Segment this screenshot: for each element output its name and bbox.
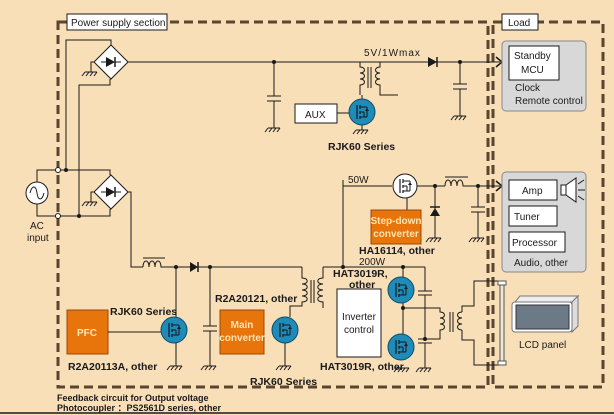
step-down-converter-block <box>370 209 422 245</box>
main-converter-mosfet-icon <box>271 316 299 344</box>
processor-label: Processor <box>512 238 558 249</box>
tuner-label: Tuner <box>514 212 540 223</box>
main-converter-block <box>219 309 265 355</box>
step-down-inductor-icon <box>444 176 500 187</box>
lower-mosfet-label: HAT3019R, other <box>320 361 404 373</box>
aux-label: AUX <box>305 110 326 121</box>
lower-inverter-mosfet-icon <box>387 333 415 361</box>
standby-bridge-rectifier-icon <box>93 44 129 80</box>
audio-group-label: Audio, other <box>514 258 569 269</box>
main-converter-mosfet-label: RJK60 Series <box>250 376 317 388</box>
pfc-block <box>66 309 109 355</box>
inverter-control-block <box>336 288 382 358</box>
inverter-transformer-icon <box>403 280 500 366</box>
inverter-control-line1: Inverter <box>342 312 377 323</box>
inverter-control-line2: control <box>344 325 374 336</box>
power-supply-section-label: Power supply section <box>71 18 166 29</box>
ccfl-tube-icon <box>497 280 507 366</box>
speaker-icon <box>560 177 585 203</box>
feedback-note-line2: Photocoupler ：PS2561D series, other <box>57 403 222 413</box>
upper-mosfet-label-line2: other <box>349 279 375 291</box>
pfc-mosfet-icon <box>160 316 188 344</box>
ac-input-label-line1: AC <box>30 221 44 232</box>
remote-control-label: Remote control <box>515 96 583 107</box>
upper-inverter-mosfet-icon <box>387 276 415 304</box>
pfc-inductor-icon <box>142 257 176 268</box>
step-down-line1: Step-down <box>370 216 421 227</box>
amp-block <box>508 179 558 201</box>
standby-transformer-icon <box>359 62 398 96</box>
main-bridge-rectifier-icon <box>93 174 129 210</box>
standby-mcu-line1: Standby <box>514 51 551 62</box>
standby-mcu-block <box>508 45 560 81</box>
tuner-block <box>508 205 558 227</box>
step-down-line2: converter <box>373 229 419 240</box>
power-supply-section-label-box <box>66 13 168 31</box>
pfc-block-label: PFC <box>77 328 97 339</box>
processor-block <box>508 231 566 253</box>
clock-label: Clock <box>515 83 541 94</box>
step-down-mosfet-icon <box>392 173 418 199</box>
main-converter-line2: converter <box>219 333 265 344</box>
pfc-ic-label: R2A20113A, other <box>68 361 157 373</box>
standby-rating-label: 5V/1Wmax <box>364 48 421 59</box>
standby-mcu-line2: MCU <box>521 65 544 76</box>
load-section-label-box <box>501 13 539 31</box>
standby-diode-icon <box>428 57 438 67</box>
main-converter-line1: Main <box>231 320 254 331</box>
pfc-mosfet-label: RJK60 Series <box>110 306 177 318</box>
freewheel-diode-icon <box>430 206 440 216</box>
inverter-rating-label: 200W <box>359 257 386 268</box>
standby-mosfet-label: RJK60 Series <box>328 141 395 153</box>
amp-label: Amp <box>522 186 543 197</box>
ac-source-icon <box>25 181 49 205</box>
main-transformer-icon <box>289 267 324 317</box>
standby-mosfet-icon <box>348 98 376 126</box>
step-down-rating-label: 50W <box>348 175 369 186</box>
step-down-ic-label: HA16114, other <box>359 245 435 257</box>
feedback-note-line1: Feedback circuit for Output voltage <box>57 393 209 403</box>
power-supply-section-boundary <box>56 20 490 389</box>
load-section-label: Load <box>508 18 530 29</box>
main-converter-ic-label: R2A20121, other <box>215 293 297 305</box>
lcd-panel-icon <box>511 294 580 334</box>
upper-mosfet-label-line1: HAT3019R, <box>333 268 388 280</box>
ac-input-label-line2: input <box>27 233 49 244</box>
lcd-panel-label: LCD panel <box>519 340 566 351</box>
